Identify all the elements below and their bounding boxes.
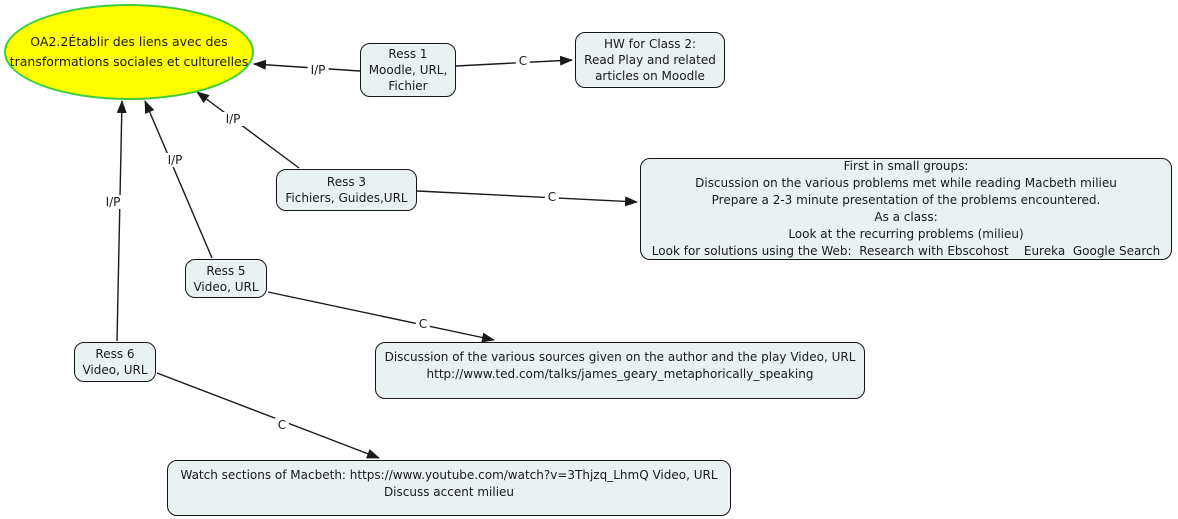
node-watch-macbeth[interactable]: Watch sections of Macbeth: https://www.y… [167, 460, 731, 516]
link-label-ress3-to-small-groups[interactable]: C [544, 190, 560, 204]
node-ress1[interactable]: Ress 1 Moodle, URL, Fichier [360, 43, 456, 97]
arrow-ress1-to-root [253, 59, 361, 72]
link-label-ress1-to-hw[interactable]: C [515, 54, 531, 68]
arrow-ress3-to-small-groups [416, 190, 638, 207]
node-small-groups-activity[interactable]: First in small groups: Discussion on the… [640, 158, 1172, 260]
node-discussion-sources[interactable]: Discussion of the various sources given … [375, 342, 865, 399]
arrow-ress6-to-macbeth [156, 372, 380, 459]
arrow-ress5-to-discussion [267, 291, 495, 343]
arrow-ress3-to-root [196, 91, 300, 169]
node-ress6[interactable]: Ress 6 Video, URL [74, 342, 156, 382]
link-label-ress3-to-root[interactable]: I/P [222, 112, 244, 126]
node-ress3[interactable]: Ress 3 Fichiers, Guides,URL [276, 169, 417, 211]
link-label-ress6-to-macbeth[interactable]: C [274, 418, 290, 432]
link-label-ress5-to-root[interactable]: I/P [164, 153, 186, 167]
link-label-ress6-to-root[interactable]: I/P [102, 195, 124, 209]
node-hw-class2[interactable]: HW for Class 2: Read Play and related ar… [575, 32, 725, 88]
arrow-ress6-to-root [116, 100, 127, 342]
node-ress5[interactable]: Ress 5 Video, URL [185, 259, 267, 298]
arrow-ress5-to-root [144, 100, 213, 259]
link-label-ress1-to-root[interactable]: I/P [307, 63, 329, 77]
link-label-ress5-to-discussion[interactable]: C [415, 317, 431, 331]
root-concept-node[interactable]: OA2.2Établir des liens avec des transfor… [4, 4, 254, 100]
arrow-ress1-to-hw [455, 55, 573, 67]
